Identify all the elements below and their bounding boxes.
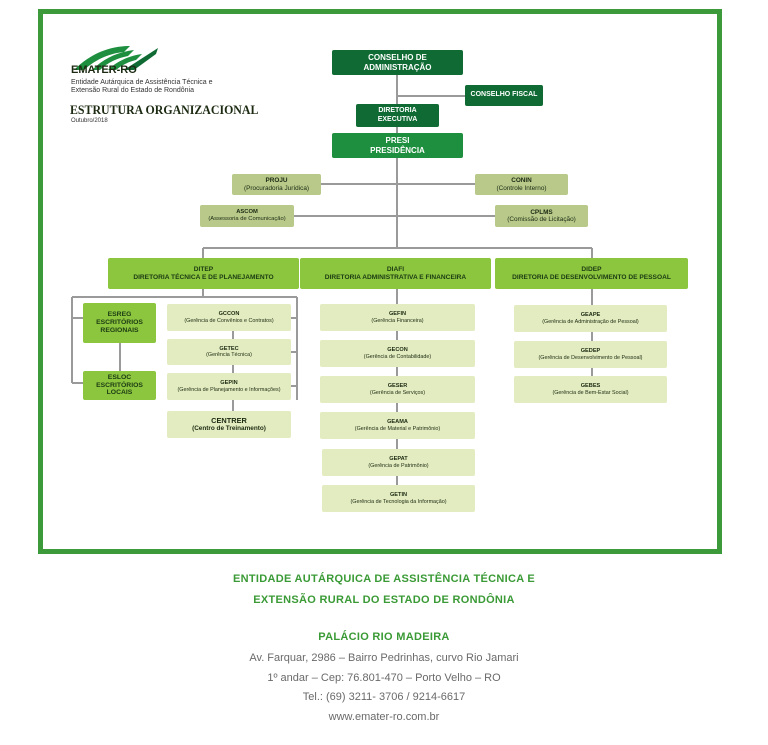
logo-subtitle-2: Extensão Rural do Estado de Rondônia: [71, 87, 194, 94]
box-line: (Gerência de Desenvolvimento de Pessoal): [538, 354, 643, 361]
emater-logo-icon: [74, 46, 158, 70]
gedep-box: GEDEP (Gerência de Desenvolvimento de Pe…: [514, 341, 667, 368]
box-line: DIRETORIA ADMINISTRATIVA E FINANCEIRA: [324, 273, 467, 281]
cplms-box: CPLMS (Comissão de Licitação): [495, 205, 588, 227]
box-line: (Gerência de Material e Patrimônio): [354, 425, 441, 432]
chart-date: Outubro/2018: [71, 118, 108, 124]
geser-box: GESER (Gerência de Serviços): [320, 376, 475, 403]
footer-website[interactable]: www.emater-ro.com.br: [328, 711, 440, 723]
conselho-fiscal-box: CONSELHO FISCAL: [465, 85, 543, 106]
box-line: CENTRER: [211, 415, 247, 425]
conin-box: CONIN (Controle Interno): [475, 174, 568, 195]
box-line: GEPAT: [389, 456, 408, 463]
box-line: CONIN: [511, 177, 532, 185]
chart-title: ESTRUTURA ORGANIZACIONAL: [70, 103, 259, 117]
box-line: ESLOC: [107, 373, 132, 381]
gecon-box: GECON (Gerência de Contabilidade): [320, 340, 475, 367]
esloc-box: ESLOC ESCRITÓRIOS LOCAIS: [83, 371, 156, 400]
box-line: CONSELHO FISCAL: [470, 91, 538, 99]
box-line: (Gerência de Administração de Pessoal): [542, 318, 639, 325]
footer-palace: PALÁCIO RIO MADEIRA: [318, 631, 450, 643]
box-line: DIRETORIA DE DESENVOLVIMENTO DE PESSOAL: [512, 273, 671, 281]
box-line: DIRETORIA TÉCNICA E DE PLANEJAMENTO: [133, 273, 274, 281]
box-line: DIDEP: [581, 265, 602, 273]
box-line: (Centro de Treinamento): [192, 425, 266, 433]
box-line: GETEC: [219, 345, 239, 352]
box-line: (Comissão de Licitação): [507, 216, 576, 223]
box-line: (Gerência de Patrimônio): [368, 462, 429, 469]
box-line: GETIN: [389, 492, 408, 499]
box-line: GEBES: [580, 383, 601, 390]
diafi-box: DIAFI DIRETORIA ADMINISTRATIVA E FINANCE…: [300, 258, 491, 289]
box-line: ESCRITÓRIOS: [96, 319, 143, 327]
box-line: DIAFI: [386, 265, 405, 273]
box-line: GCCON: [218, 311, 240, 318]
getin-box: GETIN (Gerência de Tecnologia da Informa…: [322, 485, 475, 512]
box-line: ADMINISTRAÇÃO: [363, 62, 432, 72]
geama-box: GEAMA (Gerência de Material e Patrimônio…: [320, 412, 475, 439]
ditep-box: DITEP DIRETORIA TÉCNICA E DE PLANEJAMENT…: [108, 258, 299, 289]
box-line: GEFIN: [388, 311, 407, 318]
box-line: EXECUTIVA: [377, 115, 418, 123]
box-line: LOCAIS: [106, 389, 133, 397]
getec-box: GETEC (Gerência Técnica): [167, 339, 291, 365]
box-line: (Gerência Financeira): [371, 317, 424, 324]
diretoria-executiva-box: DIRETORIA EXECUTIVA: [356, 104, 439, 127]
box-line: (Procuradoria Jurídica): [244, 184, 309, 192]
box-line: (Gerência Técnica): [206, 352, 252, 359]
box-line: GEAMA: [387, 419, 408, 426]
logo-subtitle-1: Entidade Autárquica de Assistência Técni…: [71, 79, 213, 86]
footer-address-1: Av. Farquar, 2986 – Bairro Pedrinhas, cu…: [249, 652, 519, 664]
box-line: GESER: [387, 383, 408, 390]
gepat-box: GEPAT (Gerência de Patrimônio): [322, 449, 475, 476]
box-line: (Controle Interno): [496, 184, 547, 192]
esreg-box: ESREG ESCRITÓRIOS REGIONAIS: [83, 303, 156, 343]
box-line: ASCOM: [236, 209, 258, 216]
proju-box: PROJU (Procuradoria Jurídica): [232, 174, 321, 195]
box-line: PRESI: [385, 136, 410, 146]
box-line: CPLMS: [530, 208, 553, 216]
box-line: DITEP: [193, 265, 214, 273]
gccon-box: GCCON (Gerência de Convênios e Contratos…: [167, 304, 291, 331]
box-line: (Gerência de Bem-Estar Social): [552, 389, 629, 396]
footer-entity-line-1: ENTIDADE AUTÁRQUICA DE ASSISTÊNCIA TÉCNI…: [232, 573, 536, 585]
presidencia-box: PRESI PRESIDÊNCIA: [332, 133, 463, 158]
box-line: (Gerência de Contabilidade): [363, 353, 432, 360]
box-line: PROJU: [265, 177, 288, 185]
box-line: DIRETORIA: [378, 107, 417, 115]
box-line: ESCRITÓRIOS: [96, 381, 143, 389]
box-line: (Gerência de Convênios e Contratos): [184, 317, 274, 324]
logo-name: EMATER-RO: [71, 64, 137, 76]
footer-address-2: 1º andar – Cep: 76.801-470 – Porto Velho…: [267, 672, 501, 684]
box-line: (Gerência de Serviços): [369, 389, 426, 396]
didep-box: DIDEP DIRETORIA DE DESENVOLVIMENTO DE PE…: [495, 258, 688, 289]
gefin-box: GEFIN (Gerência Financeira): [320, 304, 475, 331]
box-line: GEAPE: [580, 312, 601, 319]
box-line: (Gerência de Tecnologia da Informação): [350, 498, 447, 505]
box-line: GEPIN: [220, 380, 238, 387]
geape-box: GEAPE (Gerência de Administração de Pess…: [514, 305, 667, 332]
box-line: CONSELHO DE: [368, 53, 427, 63]
box-line: ESREG: [107, 311, 132, 319]
gebes-box: GEBES (Gerência de Bem-Estar Social): [514, 376, 667, 403]
centrer-box: CENTRER (Centro de Treinamento): [167, 411, 291, 438]
box-line: PRESIDÊNCIA: [370, 145, 425, 155]
box-line: REGIONAIS: [100, 326, 139, 334]
gepin-box: GEPIN (Gerência de Planejamento e Inform…: [167, 373, 291, 400]
conselho-administracao-box: CONSELHO DE ADMINISTRAÇÃO: [332, 50, 463, 75]
footer-entity-line-2: EXTENSÃO RURAL DO ESTADO DE RONDÔNIA: [253, 594, 515, 606]
box-line: GEDEP: [580, 348, 601, 355]
box-line: (Assessoria de Comunicação): [208, 216, 286, 222]
footer-phone: Tel.: (69) 3211- 3706 / 9214-6617: [302, 691, 466, 703]
ascom-box: ASCOM (Assessoria de Comunicação): [200, 205, 294, 227]
box-line: (Gerência de Planejamento e Informações): [177, 386, 281, 393]
box-line: GECON: [387, 347, 408, 354]
